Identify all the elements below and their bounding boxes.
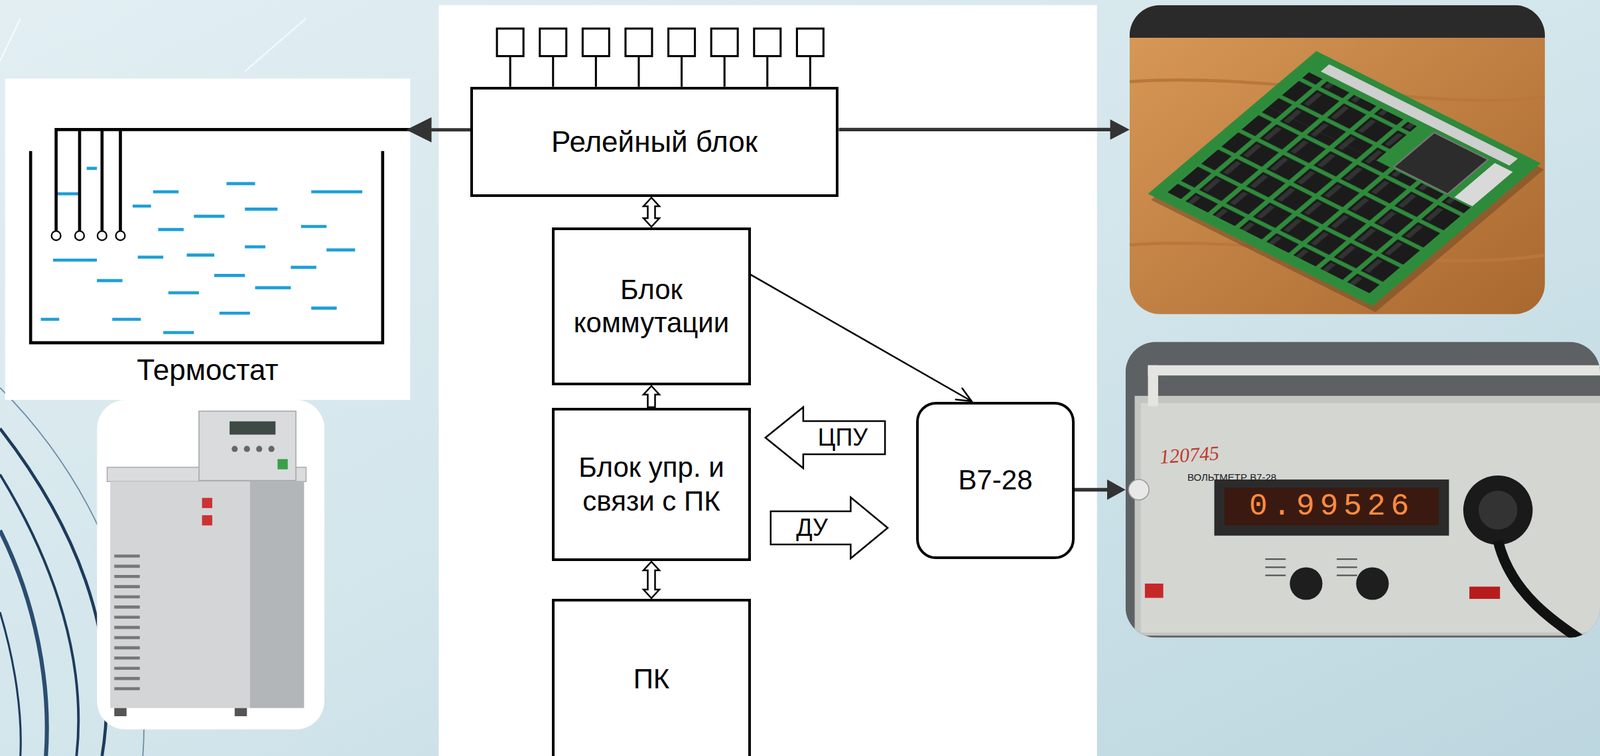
voltmeter-photo-part [1497,540,1600,638]
relay-contacts-part [496,28,524,57]
thick-arrow [409,120,471,140]
decorative-curves-part [0,530,48,756]
device-nameplate: ВОЛЬТМЕТР В7-28 [1187,471,1277,484]
thermostat-photo-part [202,515,213,526]
arrow-outline [769,496,889,560]
node-text: Релейный блок [551,124,758,160]
voltmeter-photo-part [1214,479,1450,536]
inventory-number: 120745 [1158,441,1220,469]
decorative-curves-part [0,18,21,62]
node-text: Термостат [136,352,278,389]
relay-board-photo-part [1129,5,1545,315]
thermostat-photo-part [277,459,288,469]
node-text: ЦПУ [817,423,868,452]
sensor-wires-part [51,230,62,241]
relay-board-photo-part-part [1268,72,1417,161]
thermostat-tank [30,151,383,343]
thermostat-photo-part [250,481,305,709]
thermostat-photo-part [229,421,276,435]
process-box: Блок упр. и связи с ПК [551,407,751,562]
decorative-curves-part [244,18,306,72]
relay-contacts-part [625,28,653,57]
sensor-wires-part [97,230,107,241]
node-text: ДУ [796,513,828,542]
thermostat-photo-part [268,445,275,452]
sensor-wires-part [56,129,411,231]
thermostat-tank-part [41,168,363,334]
voltmeter-photo-part [1478,490,1518,530]
photo-pointer-arrows-part [1107,479,1126,501]
signal-arrow: ДУ [769,496,889,560]
arrow-outline [765,407,885,469]
signal-line [750,274,972,402]
decorative-curves-part [0,612,21,756]
relay-contacts-part [539,28,567,57]
voltmeter-photo [1125,341,1600,638]
decorative-curves-part [0,474,79,756]
node-text: В7-28 [957,463,1033,497]
relay-contacts-part [711,28,738,57]
node-text: Блок коммутации [563,273,739,341]
thermostat-tank-part [30,151,383,343]
thermostat-photo-part [202,498,213,509]
node-text: Блок упр. и связи с ПК [563,451,739,519]
thermostat-photo-part [110,481,251,709]
relay-contacts-part [510,56,810,87]
photo-pointer-arrows-part [838,128,1112,132]
relay-contacts-part [796,28,824,57]
relay-board-photo-part [1148,51,1541,307]
center-panel [438,5,1097,756]
voltmeter-photo-part [1148,365,1600,376]
display-reading: 0.99526 [1224,487,1439,526]
thermostat-photo-part [96,400,325,730]
node-text: ПК [633,662,670,696]
computer-box: ПК [551,599,751,756]
relay-board-photo-part-part [1320,64,1518,166]
voltmeter-photo-part [1144,583,1164,599]
process-box: Блок коммутации [551,227,751,386]
voltmeter-photo-part [1289,567,1323,600]
hollow-arrow [643,197,660,227]
voltmeter-photo-part [1463,475,1534,546]
sensor-wires [51,129,411,241]
process-box: Релейный блок [470,86,839,198]
thermostat-photo-part [256,445,263,452]
thermostat-photo-part [244,445,251,452]
relay-contacts-part [668,28,696,57]
thermostat-panel: Термостат [5,78,410,400]
relay-board-photo-part-part [1167,106,1471,294]
sensor-wires-part [116,230,126,241]
relay-board-photo-part-part [1454,163,1513,207]
hollow-arrow [643,561,660,599]
voltmeter-photo-part [1148,365,1159,407]
thermostat-photo-part [199,411,296,481]
decorative-curves-part [0,428,107,756]
relay-contacts [496,28,824,87]
relay-board-photo-part-part [1148,51,1541,307]
signal-arrow: ЦПУ [764,405,887,470]
voltmeter-photo-part [1355,567,1389,600]
thermostat-photo-part [231,445,238,452]
photo-pointer-arrows-part [1110,119,1130,140]
device-box: В7-28 [916,401,1075,560]
thermostat-photo [96,400,325,730]
relay-board-photo [1129,5,1545,315]
relay-board-photo-part [1150,57,1544,313]
voltmeter-photo-part [1224,487,1439,526]
thermostat-photo-part [234,708,247,717]
thermostat-photo-part [114,708,127,717]
thermostat-photo-part [114,555,140,689]
voltmeter-photo-part [1128,479,1149,501]
thermostat-panel-ground [5,78,411,400]
relay-contacts-part [754,28,781,57]
relay-board-photo-part [1129,5,1545,38]
relay-contacts-part [582,28,609,57]
voltmeter-photo-part [1469,587,1500,600]
photo-pointer-arrows-part [1074,488,1110,492]
hollow-arrow [643,386,660,408]
arrow-outline [770,497,888,559]
sensor-wires-part [74,230,85,241]
